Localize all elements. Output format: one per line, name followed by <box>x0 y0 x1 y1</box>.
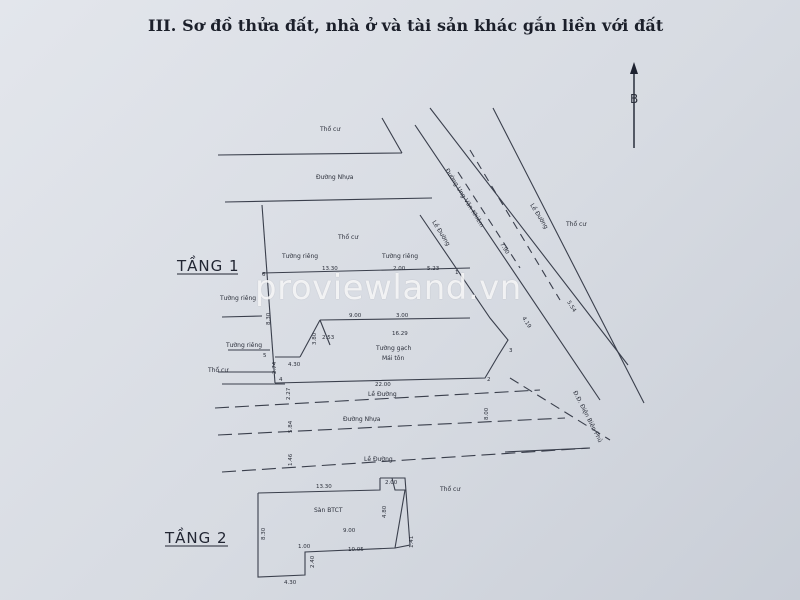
dim-4-30: 4.30 <box>288 362 301 368</box>
dim-9-00: 9.00 <box>349 313 362 319</box>
point-5: 5 <box>263 353 267 359</box>
watermark: proviewland.vn <box>255 268 522 308</box>
dim-4-19: 4.19 <box>520 316 532 330</box>
floor-2-content: Thổ cư Sàn BTCT 13.30 2.00 4.80 9.00 8.3… <box>261 480 461 586</box>
floor-1-dimensions: 13.30 2.00 5.23 9.00 3.00 16.29 2.53 3.8… <box>262 242 577 466</box>
dim-3-00: 3.00 <box>396 313 409 319</box>
f2-dim-13-30: 13.30 <box>316 484 332 490</box>
north-arrow-icon: B <box>630 62 638 148</box>
le-duong-lower: Lề Đường <box>364 455 393 463</box>
f2-dim-4-80: 4.80 <box>382 505 388 518</box>
dim-13-30: 13.30 <box>322 266 338 272</box>
duong-nhua-bottom: Đường Nhựa <box>343 416 381 423</box>
tho-cu-left: Thổ cư <box>207 367 229 374</box>
point-6: 6 <box>262 272 266 278</box>
dim-5-84: 5.84 <box>288 420 294 433</box>
floor-2-tho-cu: Thổ cư <box>439 486 461 493</box>
f2-dim-10-05: 10.05 <box>348 547 364 553</box>
point-1: 1 <box>455 270 459 276</box>
tho-cu-right: Thổ cư <box>565 221 587 228</box>
tho-cu-inner: Thổ cư <box>337 234 359 241</box>
dim-8-00: 8.00 <box>484 407 490 420</box>
f2-dim-9-00: 9.00 <box>343 528 356 534</box>
le-duong-diag-left: Lề Đường <box>430 219 452 248</box>
tuong-rieng-3: Tường riêng <box>219 295 256 302</box>
tuong-rieng-1: Tường riêng <box>281 253 318 260</box>
point-3: 3 <box>509 348 513 354</box>
mai-ton: Mái tôn <box>382 355 404 362</box>
tuong-rieng-4: Tường riêng <box>225 342 262 349</box>
dim-2-27: 2.27 <box>286 387 292 400</box>
dim-5-54: 5.54 <box>565 300 577 314</box>
f2-dim-2-40: 2.40 <box>310 555 316 568</box>
duong-ung-van-khiem: Đường Ung Văn Khiêm <box>443 167 485 228</box>
f2-dim-1-00: 1.00 <box>298 544 311 550</box>
floor-1-title: TẦNG 1 <box>176 254 240 275</box>
dim-16-29: 16.29 <box>392 331 408 337</box>
dim-2-53: 2.53 <box>322 335 335 341</box>
dim-2-00: 2.00 <box>393 266 406 272</box>
north-label: B <box>630 92 638 106</box>
floor-2-san-btct: Sàn BTCT <box>314 507 343 514</box>
le-duong-bottom: Lề Đường <box>368 390 397 398</box>
section-heading: III. Sơ đồ thửa đất, nhà ở và tài sản kh… <box>148 16 664 35</box>
f2-dim-1-41: 1.41 <box>409 536 415 548</box>
dim-2-74: 2.74 <box>272 361 278 374</box>
dim-1-46: 1.46 <box>288 453 294 466</box>
f2-dim-8-30: 8.30 <box>261 527 267 540</box>
dim-8-30: 8.30 <box>266 312 272 325</box>
dim-7-90: 7.90 <box>498 242 510 256</box>
point-2: 2 <box>487 377 491 383</box>
point-4: 4 <box>279 377 283 383</box>
floor-2-title: TẦNG 2 <box>164 526 228 547</box>
tuong-gach: Tường gạch <box>375 345 411 352</box>
f2-dim-2-00: 2.00 <box>385 480 398 486</box>
f2-dim-4-30: 4.30 <box>284 580 297 586</box>
le-duong-diag-right: Lề Đường <box>528 202 550 231</box>
tho-cu-top: Thổ cư <box>319 126 341 133</box>
dim-5-23: 5.23 <box>427 266 440 272</box>
dim-22-00: 22.00 <box>375 382 391 388</box>
dim-3-80: 3.80 <box>312 332 318 345</box>
duong-nhua-top: Đường Nhựa <box>316 174 354 181</box>
tuong-rieng-2: Tường riêng <box>381 253 418 260</box>
